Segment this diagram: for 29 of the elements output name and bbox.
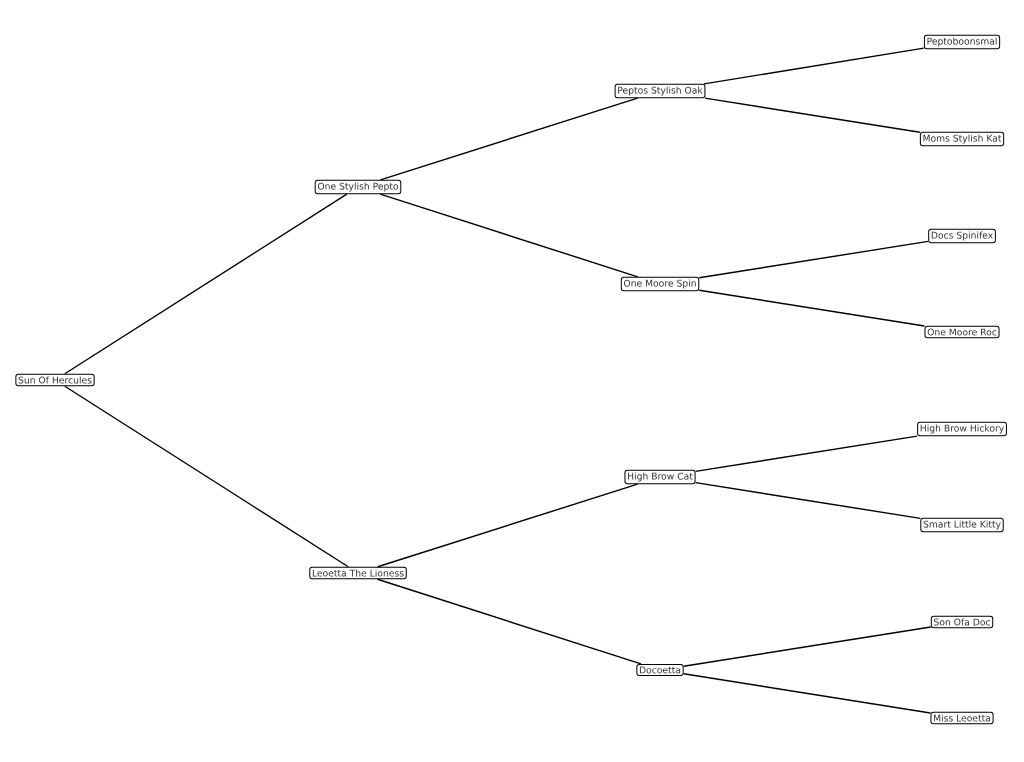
name-box: One Stylish Pepto: [314, 179, 402, 195]
connector-line: [694, 481, 921, 520]
name-box: Docoetta: [636, 663, 684, 677]
connector-line: [694, 435, 918, 473]
connector-line: [64, 193, 348, 375]
connector-line: [698, 240, 929, 279]
name-box: Smart Little Kitty: [920, 517, 1004, 533]
connector-line: [698, 289, 926, 327]
name-box: Son Ofa Doc: [930, 615, 994, 629]
name-box: Peptoboonsmal: [923, 34, 1001, 50]
connector-line: [703, 47, 925, 85]
name-box: Moms Stylish Kat: [919, 131, 1005, 147]
name-box: Peptos Stylish Oak: [614, 83, 706, 99]
name-box: High Brow Hickory: [917, 421, 1007, 437]
connector-line: [682, 673, 932, 714]
connector-line: [379, 97, 639, 181]
name-box: Leoetta The Lioness: [309, 566, 407, 580]
name-box: Sun Of Hercules: [15, 373, 95, 387]
connector-line: [682, 626, 932, 667]
connector-line: [376, 578, 642, 665]
connector-line: [704, 97, 921, 133]
name-box: Docs Spinifex: [928, 228, 996, 244]
connector-line: [64, 385, 349, 568]
name-box: One Moore Spin: [620, 276, 700, 292]
name-box: One Moore Roc: [924, 325, 1000, 339]
connector-line: [379, 193, 639, 278]
connector-line: [377, 483, 639, 568]
name-box: High Brow Cat: [624, 469, 696, 485]
name-box: Miss Leoetta: [930, 711, 994, 725]
